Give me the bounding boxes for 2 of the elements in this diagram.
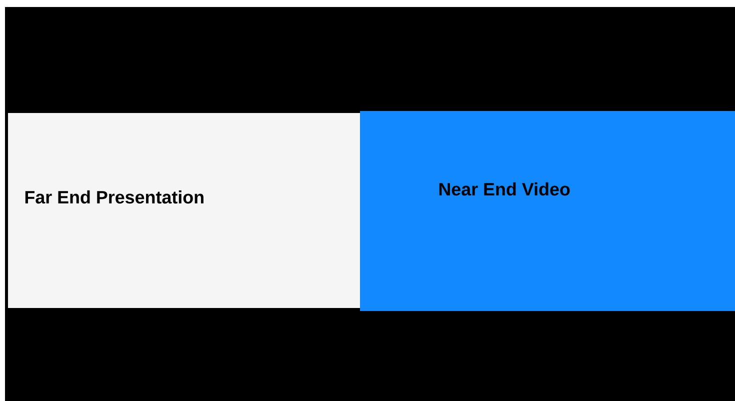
panel: Near End Video bbox=[360, 111, 735, 311]
panel: Far End Presentation bbox=[8, 113, 360, 308]
